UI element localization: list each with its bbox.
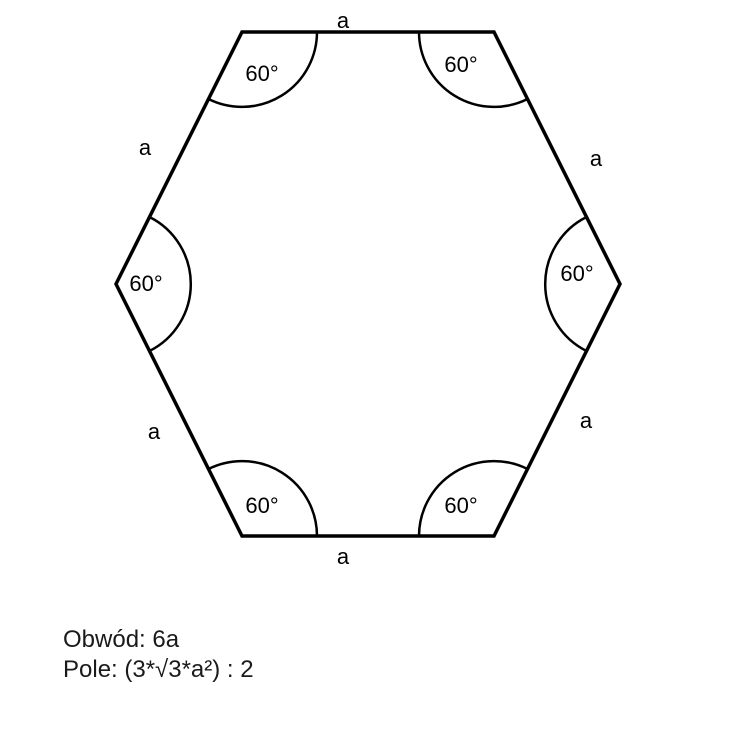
side-label-lower-right: a (580, 408, 593, 433)
side-label-top: a (337, 8, 350, 33)
side-label-upper-left: a (139, 135, 152, 160)
angle-arc-bottom-right (417, 459, 529, 537)
angle-label-top-left: 60° (245, 61, 278, 86)
angle-arc-top-left (207, 31, 319, 109)
area-formula: Pole: (3*√3*a²) : 2 (63, 656, 254, 683)
angle-arc-left (148, 215, 192, 353)
side-label-lower-left: a (148, 419, 161, 444)
angle-label-left: 60° (129, 271, 162, 296)
angle-label-right: 60° (560, 261, 593, 286)
perimeter-formula: Obwód: 6a (63, 626, 180, 653)
side-label-upper-right: a (590, 146, 603, 171)
angle-arc-top-right (417, 31, 529, 109)
angle-arc-right (544, 215, 588, 353)
angle-label-bottom-left: 60° (245, 493, 278, 518)
hexagon-outline (114, 30, 622, 538)
angle-label-top-right: 60° (444, 52, 477, 77)
angle-label-bottom-right: 60° (444, 493, 477, 518)
angle-arc-bottom-left (207, 459, 319, 537)
side-label-bottom: a (337, 544, 350, 569)
